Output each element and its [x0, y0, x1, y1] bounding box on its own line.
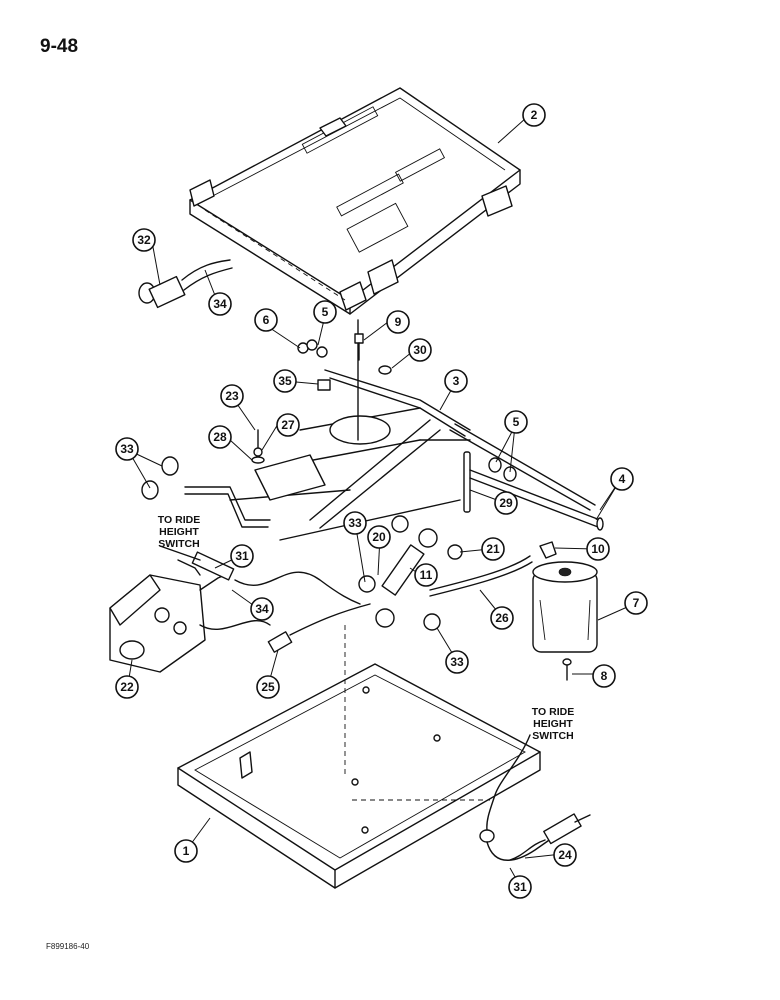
svg-text:33: 33 [120, 442, 134, 456]
note-upper: TO RIDE HEIGHT SWITCH [158, 514, 200, 550]
callout-7: 7 [624, 591, 648, 615]
svg-text:25: 25 [261, 680, 275, 694]
svg-text:23: 23 [225, 389, 239, 403]
svg-text:20: 20 [372, 530, 386, 544]
callout-4: 4 [610, 467, 634, 491]
svg-text:27: 27 [281, 418, 295, 432]
callout-8: 8 [592, 664, 616, 688]
callout-32: 32 [132, 228, 156, 252]
svg-text:HEIGHT: HEIGHT [159, 526, 199, 538]
callout-26: 26 [490, 606, 514, 630]
compressor-assembly [109, 545, 371, 673]
svg-text:3: 3 [453, 374, 460, 388]
callout-11: 11 [414, 563, 438, 587]
callout-29: 29 [494, 491, 518, 515]
svg-text:30: 30 [413, 343, 427, 357]
rod-and-pin [469, 469, 604, 531]
callout-10: 10 [586, 537, 610, 561]
svg-text:7: 7 [633, 596, 640, 610]
callout-24: 24 [553, 843, 577, 867]
lower-harness [479, 734, 591, 861]
svg-text:31: 31 [235, 549, 249, 563]
figure-code: F899186-40 [46, 942, 90, 951]
svg-text:TO RIDE: TO RIDE [532, 706, 574, 718]
svg-text:22: 22 [120, 680, 134, 694]
callout-31-lower: 31 [508, 875, 532, 899]
base-plate [177, 625, 541, 889]
svg-text:21: 21 [486, 542, 500, 556]
callout-21: 21 [481, 537, 505, 561]
callout-33-lower: 33 [445, 650, 469, 674]
svg-text:33: 33 [348, 516, 362, 530]
svg-text:HEIGHT: HEIGHT [533, 718, 573, 730]
svg-text:4: 4 [619, 472, 626, 486]
left-bushings [141, 456, 179, 500]
svg-text:33: 33 [450, 655, 464, 669]
callout-33-left: 33 [115, 437, 139, 461]
svg-text:31: 31 [513, 880, 527, 894]
callout-27: 27 [276, 413, 300, 437]
svg-text:24: 24 [558, 848, 572, 862]
callout-1: 1 [174, 839, 198, 863]
svg-text:28: 28 [213, 430, 227, 444]
callout-23: 23 [220, 384, 244, 408]
upper-frame-part [189, 87, 521, 315]
callout-9: 9 [386, 310, 410, 334]
svg-text:26: 26 [495, 611, 509, 625]
svg-text:10: 10 [591, 542, 605, 556]
callout-5-right: 5 [504, 410, 528, 434]
callout-20: 20 [367, 525, 391, 549]
svg-text:34: 34 [213, 297, 227, 311]
svg-text:TO RIDE: TO RIDE [158, 514, 200, 526]
callout-28: 28 [208, 425, 232, 449]
callout-3: 3 [444, 369, 468, 393]
svg-text:32: 32 [137, 233, 151, 247]
svg-text:6: 6 [263, 313, 270, 327]
svg-text:SWITCH: SWITCH [532, 730, 573, 742]
svg-text:5: 5 [513, 415, 520, 429]
callout-2: 2 [522, 103, 546, 127]
callout-34-lower: 34 [250, 597, 274, 621]
callout-35: 35 [273, 369, 297, 393]
callout-5: 5 [313, 300, 337, 324]
callout-31-upper: 31 [230, 544, 254, 568]
svg-text:8: 8 [601, 669, 608, 683]
callout-6: 6 [254, 308, 278, 332]
page-number: 9-48 [40, 36, 79, 57]
note-lower: TO RIDE HEIGHT SWITCH [532, 706, 574, 742]
scissor-mechanism [184, 319, 596, 541]
svg-text:9: 9 [395, 315, 402, 329]
hardware-parts [251, 333, 392, 464]
callout-34: 34 [208, 292, 232, 316]
callout-25: 25 [256, 675, 280, 699]
air-spring [532, 541, 598, 681]
svg-text:34: 34 [255, 602, 269, 616]
svg-text:SWITCH: SWITCH [158, 538, 199, 550]
callout-30: 30 [408, 338, 432, 362]
svg-text:1: 1 [183, 844, 190, 858]
svg-text:2: 2 [531, 108, 538, 122]
knob-assembly [138, 259, 233, 309]
callout-22: 22 [115, 675, 139, 699]
svg-text:11: 11 [420, 568, 433, 582]
svg-text:29: 29 [499, 496, 513, 510]
svg-text:5: 5 [322, 305, 329, 319]
callout-33-middle: 33 [343, 511, 367, 535]
svg-text:35: 35 [278, 374, 292, 388]
air-hose [429, 555, 531, 591]
shock-absorber [358, 515, 463, 631]
